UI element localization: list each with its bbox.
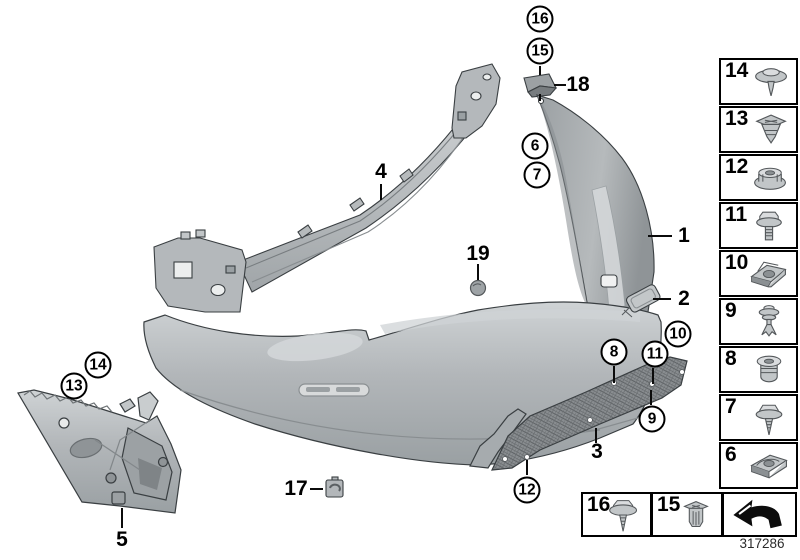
callout-3[interactable]: 3 xyxy=(591,440,603,463)
callout-circle-8[interactable]: 8 xyxy=(600,338,628,366)
callout-17[interactable]: 17 xyxy=(284,477,308,500)
callout-19[interactable]: 19 xyxy=(466,242,490,265)
cap-19-part xyxy=(469,279,487,297)
leader-line xyxy=(652,368,654,384)
expansion-rivet-icon xyxy=(683,501,709,528)
leader-line xyxy=(526,460,528,475)
callout-label: 15 xyxy=(531,42,549,59)
leader-line xyxy=(648,235,672,237)
callout-label: 12 xyxy=(518,481,536,498)
legend-item-13[interactable]: 13 xyxy=(719,106,798,153)
expanding-rivet-icon xyxy=(755,114,787,144)
legend-item-15[interactable]: 15 xyxy=(651,492,723,537)
carrier-rail-part xyxy=(153,63,501,313)
leader-line xyxy=(310,488,323,490)
hex-screw-washer-icon xyxy=(609,500,638,532)
diagram-code: 317286 xyxy=(739,536,785,551)
legend-number: 6 xyxy=(725,443,737,466)
bracket-18-part xyxy=(523,73,558,98)
callout-label: 16 xyxy=(531,10,549,27)
callout-circle-6[interactable]: 6 xyxy=(521,132,549,160)
tow-eye-cover-part xyxy=(621,284,661,318)
cage-nut-icon xyxy=(750,261,787,288)
legend-item-14[interactable]: 14 xyxy=(719,58,798,105)
callout-label: 10 xyxy=(669,325,687,342)
legend-item-8[interactable]: 8 xyxy=(719,346,798,393)
clip-17-part xyxy=(325,476,344,498)
callout-2[interactable]: 2 xyxy=(678,287,690,310)
callout-label: 9 xyxy=(647,410,657,427)
legend-item-12[interactable]: 12 xyxy=(719,154,798,201)
legend-number: 14 xyxy=(725,59,749,82)
spacer-sleeve-icon xyxy=(756,355,782,383)
callout-18[interactable]: 18 xyxy=(566,73,590,96)
bumper-corner-section xyxy=(536,94,655,324)
callout-label: 6 xyxy=(530,137,540,154)
leader-line xyxy=(539,66,541,75)
side-bracket-part xyxy=(17,389,182,514)
leader-line xyxy=(613,366,615,383)
legend-number: 15 xyxy=(657,493,681,516)
bumper-trim-panel-part xyxy=(143,301,662,466)
legend-number: 12 xyxy=(725,155,749,178)
legend-number: 16 xyxy=(587,493,611,516)
direction-arrow-icon xyxy=(733,499,782,529)
leader-line xyxy=(380,184,382,200)
callout-circle-13[interactable]: 13 xyxy=(60,372,88,400)
legend-number: 8 xyxy=(725,347,737,370)
flange-nut-icon xyxy=(754,167,786,190)
callout-label: 14 xyxy=(89,356,107,373)
hex-screw-icon xyxy=(756,211,782,241)
callout-circle-11[interactable]: 11 xyxy=(641,340,669,368)
callout-4[interactable]: 4 xyxy=(375,160,387,183)
callout-label: 11 xyxy=(646,345,664,362)
callout-5[interactable]: 5 xyxy=(116,528,128,551)
callout-circle-9[interactable]: 9 xyxy=(638,405,666,433)
leader-line xyxy=(477,264,479,280)
leader-line xyxy=(595,428,597,443)
leader-line xyxy=(554,84,566,86)
callout-circle-16[interactable]: 16 xyxy=(526,5,554,33)
leader-line xyxy=(121,508,123,528)
callout-circle-14[interactable]: 14 xyxy=(84,351,112,379)
legend-number: 11 xyxy=(725,203,748,226)
leader-line xyxy=(653,298,671,300)
leader-line xyxy=(539,94,541,101)
tapping-screw-icon xyxy=(755,404,783,436)
push-pin-rivet-icon xyxy=(758,305,780,337)
callout-circle-12[interactable]: 12 xyxy=(513,476,541,504)
callout-circle-7[interactable]: 7 xyxy=(523,161,551,189)
callout-label: 8 xyxy=(609,343,619,360)
callout-1[interactable]: 1 xyxy=(678,224,690,247)
legend-item-16[interactable]: 16 xyxy=(581,492,652,537)
callout-circle-10[interactable]: 10 xyxy=(664,320,692,348)
callout-label: 13 xyxy=(65,377,83,394)
legend-number: 10 xyxy=(725,251,749,274)
push-rivet-icon xyxy=(755,68,787,96)
speed-nut-icon xyxy=(750,454,788,479)
callout-label: 7 xyxy=(532,166,542,183)
legend-item-10[interactable]: 10 xyxy=(719,250,798,297)
legend-item-11[interactable]: 11 xyxy=(719,202,798,249)
legend-item-6[interactable]: 6 xyxy=(719,442,798,489)
legend-item-9[interactable]: 9 xyxy=(719,298,798,345)
callout-circle-15[interactable]: 15 xyxy=(526,37,554,65)
legend-number: 7 xyxy=(725,395,737,418)
legend-arrow-cell xyxy=(722,492,797,537)
legend-item-7[interactable]: 7 xyxy=(719,394,798,441)
legend-number: 13 xyxy=(725,107,749,130)
legend-number: 9 xyxy=(725,299,737,322)
diffuser-grid-part xyxy=(469,356,688,471)
leader-line xyxy=(650,390,652,405)
